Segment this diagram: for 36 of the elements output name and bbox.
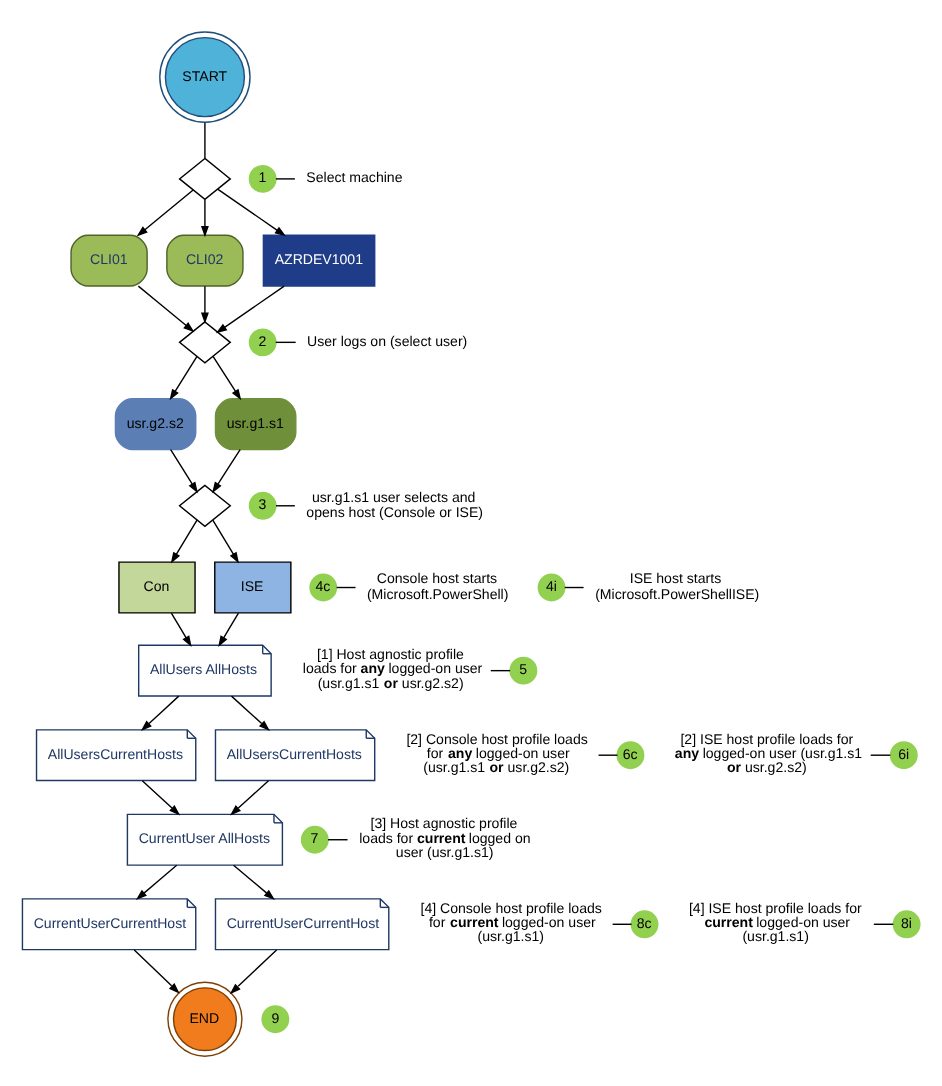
- connector: [490, 668, 511, 671]
- connector: [597, 753, 619, 755]
- arrow: [170, 518, 198, 563]
- arrow: [230, 778, 270, 815]
- arrow: [229, 948, 278, 994]
- arrow: [136, 188, 194, 236]
- arrow: [212, 518, 240, 563]
- connector: [275, 340, 297, 343]
- arrow: [169, 354, 198, 400]
- connector: [204, 121, 206, 158]
- arrow: [215, 284, 285, 333]
- connector: [327, 838, 349, 840]
- arrow: [169, 447, 198, 493]
- arrow: [170, 611, 192, 646]
- arrow: [232, 863, 275, 900]
- arrow: [200, 284, 209, 323]
- arrow: [135, 863, 178, 900]
- connector: [611, 922, 633, 924]
- connector: [873, 922, 894, 924]
- connector: [275, 177, 296, 179]
- connector: [335, 585, 357, 588]
- arrow: [133, 948, 180, 993]
- node-diamond: [178, 483, 232, 527]
- arrow: [141, 778, 181, 815]
- arrow: [212, 354, 242, 400]
- arrow: [217, 187, 286, 236]
- node-diamond: [178, 156, 232, 200]
- arrow: [200, 197, 209, 237]
- connector: [870, 753, 892, 755]
- connector: [275, 504, 296, 506]
- connector: [564, 585, 585, 588]
- arrow: [212, 447, 241, 493]
- arrow: [140, 694, 180, 731]
- arrow: [230, 694, 270, 731]
- arrow: [218, 611, 240, 646]
- arrow: [137, 284, 195, 332]
